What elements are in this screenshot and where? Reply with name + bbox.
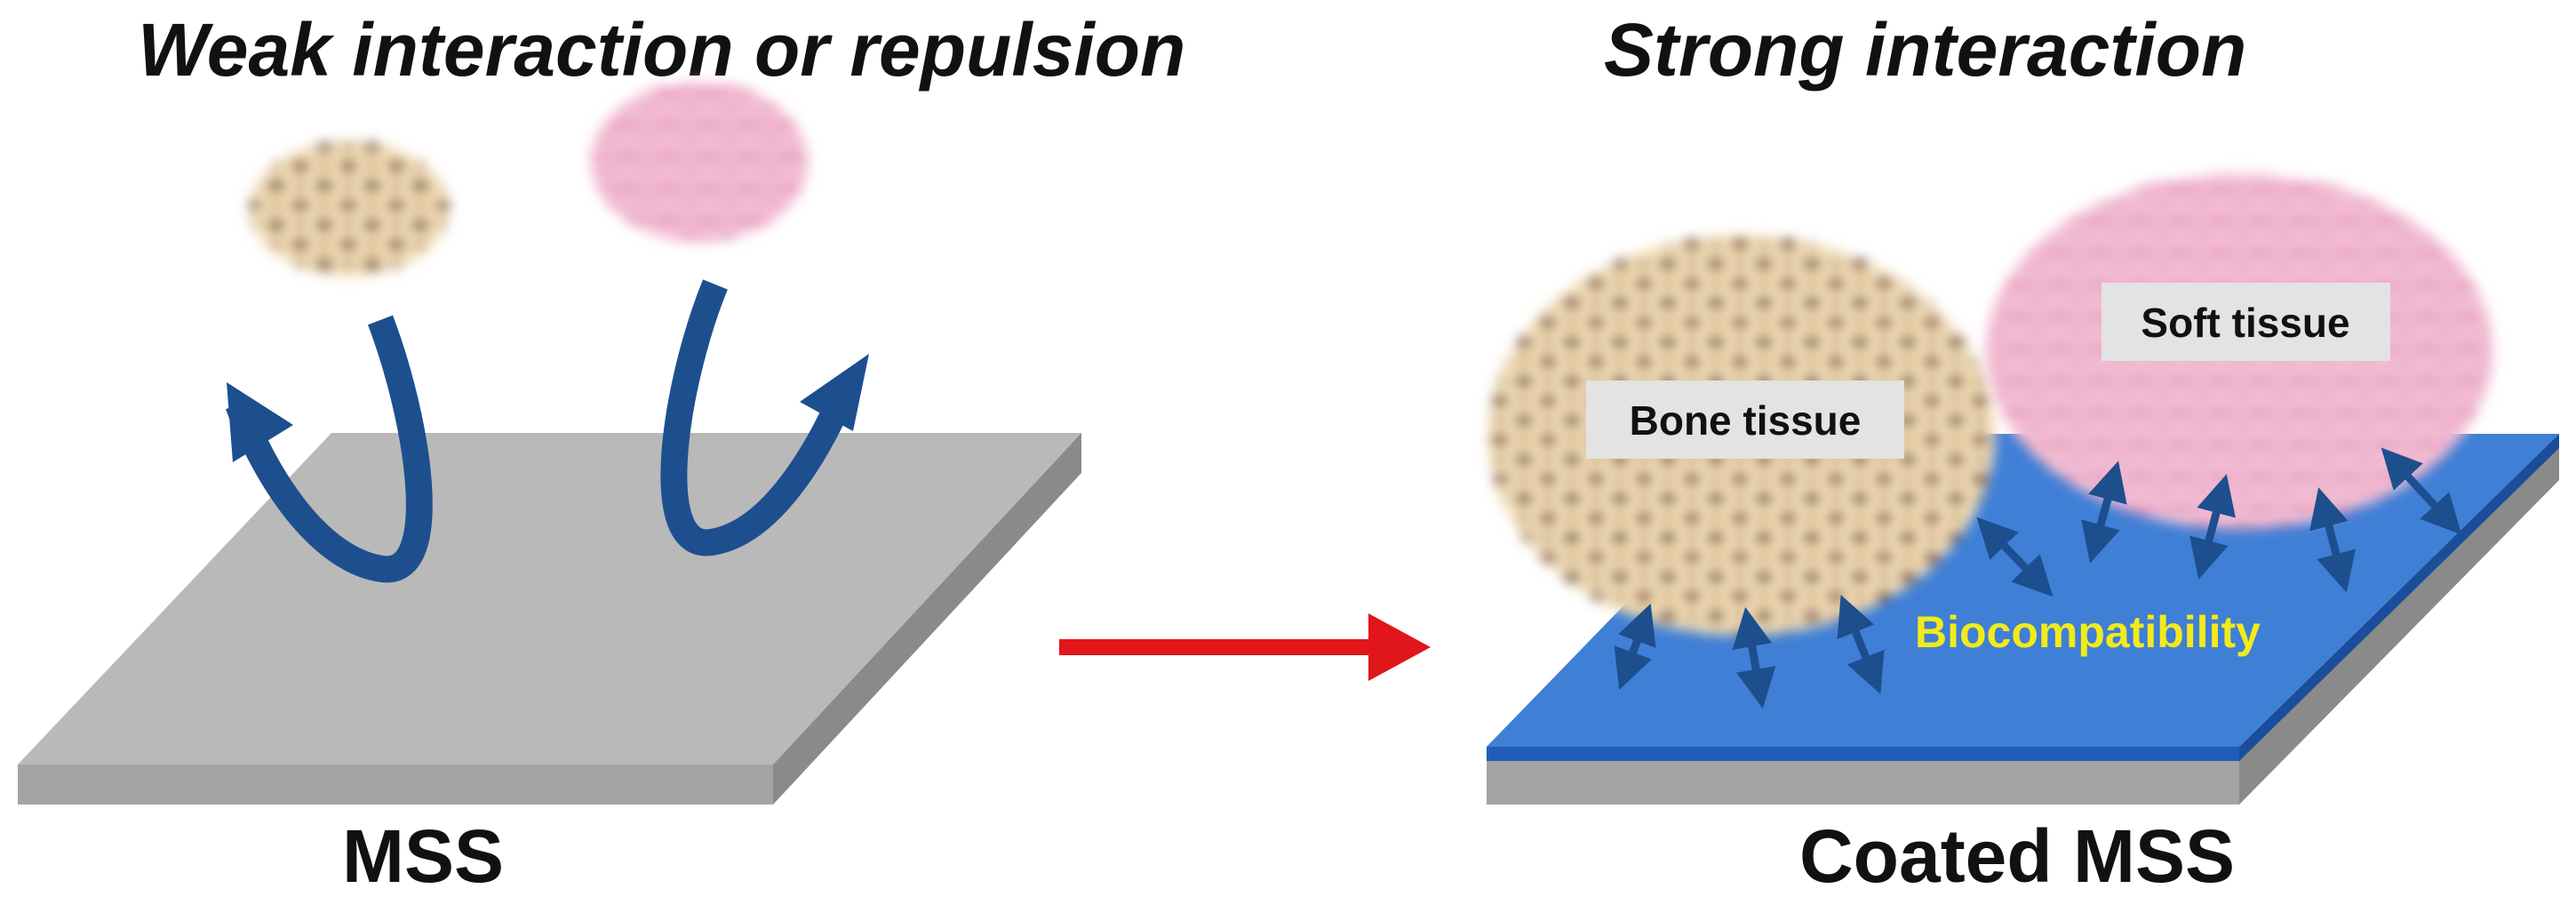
- interaction-arrow-icon: [1976, 517, 2054, 597]
- interaction-arrow-icon: [2081, 461, 2127, 564]
- interaction-arrow-icon: [1614, 603, 1656, 691]
- soft-tissue-label: Soft tissue: [2101, 283, 2390, 361]
- transition-arrow-icon: [1059, 613, 1431, 681]
- right-curved-arrow-icon: [660, 279, 869, 557]
- left-curved-arrow-icon: [225, 315, 433, 583]
- interaction-arrow-icon: [1732, 606, 1776, 709]
- interaction-arrow-icon: [2381, 447, 2462, 535]
- bone-tissue-label-text: Bone tissue: [1630, 397, 1862, 444]
- interaction-arrow-icon: [2309, 487, 2356, 593]
- interaction-arrow-icon: [1837, 595, 1885, 694]
- right-panel-caption: Coated MSS: [1799, 814, 2236, 898]
- bone-tissue-label: Bone tissue: [1586, 380, 1904, 459]
- soft-tissue-label-text: Soft tissue: [2141, 300, 2349, 346]
- small-bone-tissue: [250, 141, 449, 276]
- interaction-arrows: [1614, 447, 2462, 709]
- small-soft-tissue: [591, 82, 808, 242]
- right-panel-heading: Strong interaction: [1604, 8, 2247, 92]
- interaction-arrow-icon: [2189, 474, 2236, 580]
- biocompatibility-label: Biocompatibility: [1915, 607, 2261, 657]
- left-panel-heading: Weak interaction or repulsion: [138, 8, 1186, 92]
- left-panel-caption: MSS: [342, 814, 505, 898]
- mss-plate: [18, 433, 1081, 805]
